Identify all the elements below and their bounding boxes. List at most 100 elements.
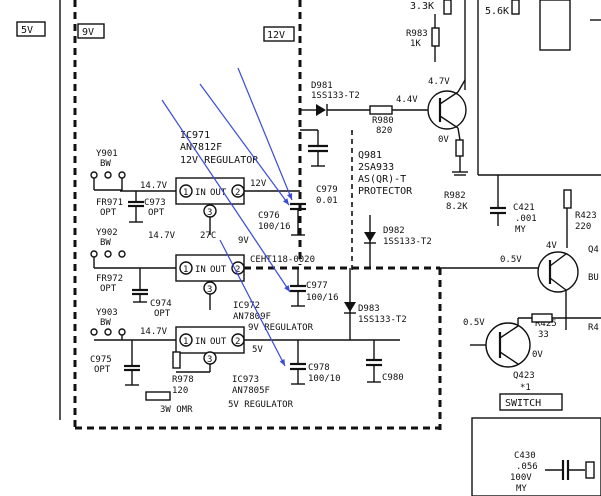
res-33k-value: 3.3K <box>410 1 434 12</box>
q981-emitter-voltage: 4.7V <box>428 77 450 87</box>
r425-label: R425 <box>535 319 557 329</box>
d981-diode <box>316 104 326 116</box>
ic972-pin3: 3 <box>207 285 212 295</box>
r4-label: R4 <box>588 323 599 333</box>
c974-label: C974 <box>150 299 172 309</box>
r980-resistor <box>369 105 393 115</box>
rail-5v-label: 5V <box>21 25 33 36</box>
fr972-label: FR972 <box>96 274 123 284</box>
ic971-in: IN <box>195 188 206 198</box>
switch-box <box>499 393 563 411</box>
q423-base-voltage: 0.5V <box>463 318 485 328</box>
c976-label: C976 <box>258 211 280 221</box>
ic973-part: AN7805F <box>232 386 270 396</box>
c978-label: C978 <box>308 363 330 373</box>
r425-resistor <box>531 313 553 323</box>
ic972-part: AN7809F <box>233 312 271 322</box>
ic972-input-voltage: 14.7V <box>148 231 176 241</box>
omr-label: 3W OMR <box>160 405 193 415</box>
arrow-to-c978-head <box>279 359 285 366</box>
q423-transistor <box>485 322 531 368</box>
q981-collector-voltage: 0V <box>438 135 449 145</box>
component-outline-bottom-right <box>471 417 601 496</box>
c978-value: 100/10 <box>308 374 341 384</box>
ic971-label: IC971 <box>180 130 210 141</box>
c421-value: .001 <box>515 214 537 224</box>
r423-label: R423 <box>575 211 597 221</box>
q981-transistor <box>427 90 467 130</box>
arrow-to-c976-b-head <box>282 198 289 205</box>
ic973-out: OUT <box>210 337 227 347</box>
c976-value: 100/16 <box>258 222 291 232</box>
r982-value: 8.2K <box>446 202 468 212</box>
arrow-to-c977-head <box>284 285 290 292</box>
c975-label: C975 <box>90 355 112 365</box>
ic973-in: IN <box>195 337 206 347</box>
c430-value: .056 <box>516 462 538 472</box>
r980-label: R980 <box>372 116 394 126</box>
r978-resistor <box>172 351 181 369</box>
ic973-output-voltage: 5V <box>252 345 263 355</box>
ic971-description: 12V REGULATOR <box>180 155 259 166</box>
arrow-to-c977 <box>161 99 291 293</box>
r982-resistor <box>455 139 464 157</box>
c430-voltage: 100V <box>510 473 532 483</box>
rail-9v-label: 9V <box>82 27 94 38</box>
d982-label: D982 <box>383 226 405 236</box>
ic971-pin3: 3 <box>207 208 212 218</box>
q423-note: *1 <box>520 383 531 393</box>
ic973-pin1: 1 <box>183 337 188 347</box>
q981-part: 2SA933 <box>358 162 394 173</box>
c973-label: C973 <box>144 198 166 208</box>
d981-part: 1SS133-T2 <box>311 91 360 101</box>
annotation-arrows <box>161 67 293 367</box>
y901-label: Y901 <box>96 149 118 159</box>
d983-part: 1SS133-T2 <box>358 315 407 325</box>
d983-diode <box>344 302 356 312</box>
r983-label: R983 <box>406 29 428 39</box>
res-56k <box>511 0 520 15</box>
r980-value: 820 <box>376 126 392 136</box>
fr972-option: OPT <box>100 284 117 294</box>
y902-label: Y902 <box>96 228 118 238</box>
rail-9v-box <box>77 23 105 39</box>
r978-label: R978 <box>172 375 194 385</box>
d983-label: D983 <box>358 304 380 314</box>
ic971-pin1: 1 <box>183 188 188 198</box>
rail-12v-box <box>263 26 295 42</box>
omr-resistor <box>145 391 171 401</box>
y903-label: Y903 <box>96 308 118 318</box>
y902-bw: BW <box>100 238 111 248</box>
ic973-input-voltage: 14.7V <box>140 327 168 337</box>
fr971-label: FR971 <box>96 198 123 208</box>
arrow-to-c978 <box>219 239 286 367</box>
switch-label: SWITCH <box>505 398 541 409</box>
d981-label: D981 <box>311 81 333 91</box>
c975-option: OPT <box>94 365 111 375</box>
q981-function: PROTECTOR <box>358 186 413 197</box>
ic972-pin2: 2 <box>235 265 240 275</box>
rail-12v-label: 12V <box>267 30 285 41</box>
q981-label: Q981 <box>358 150 382 161</box>
c977-label: C977 <box>306 281 328 291</box>
r983-value: 1K <box>410 39 421 49</box>
res-56k-value: 5.6K <box>485 6 509 17</box>
ic971-output-voltage: 12V <box>250 179 267 189</box>
r982-label: R982 <box>444 191 466 201</box>
ic973-pin3: 3 <box>207 355 212 365</box>
component-outline-top-right <box>539 0 571 51</box>
q981-base-voltage: 4.4V <box>396 95 418 105</box>
r423-resistor <box>563 189 572 209</box>
q423-label: Q423 <box>513 371 535 381</box>
q-upper-voltage: 4V <box>546 241 557 251</box>
right-edge-resistor <box>585 461 595 479</box>
c973-option: OPT <box>148 208 165 218</box>
ic972-out: OUT <box>210 265 227 275</box>
c421-type: MY <box>515 225 526 235</box>
ic973-pin2: 2 <box>235 337 240 347</box>
c974-option: OPT <box>154 309 171 319</box>
d982-part: 1SS133-T2 <box>383 237 432 247</box>
r978-value: 120 <box>172 386 188 396</box>
ic972-output-voltage: 9V <box>238 236 249 246</box>
res-33k <box>443 0 452 15</box>
